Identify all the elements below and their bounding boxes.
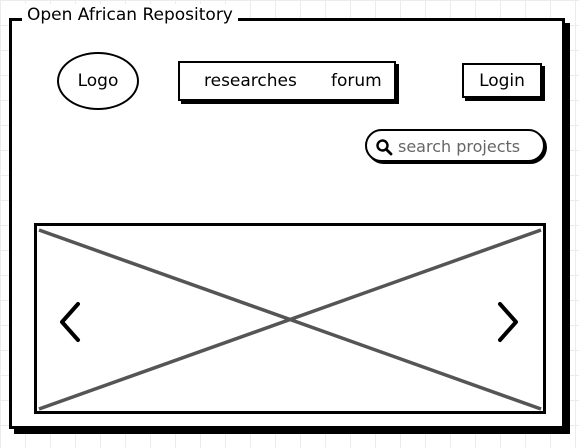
logo-label: Logo (77, 71, 119, 91)
logo[interactable]: Logo (57, 52, 139, 110)
login-button[interactable]: Login (462, 63, 542, 98)
main-nav: researches forum (178, 61, 396, 101)
image-placeholder (38, 228, 542, 411)
chevron-right-icon[interactable] (492, 300, 522, 344)
login-button-label: Login (479, 70, 525, 91)
nav-item-researches[interactable]: researches (204, 71, 297, 91)
image-carousel (34, 223, 546, 414)
search-box[interactable] (365, 129, 545, 162)
chevron-left-icon[interactable] (56, 300, 86, 344)
window-title: Open African Repository (22, 4, 238, 26)
search-input[interactable] (398, 135, 538, 157)
nav-item-forum[interactable]: forum (331, 71, 382, 91)
search-icon (376, 139, 393, 156)
